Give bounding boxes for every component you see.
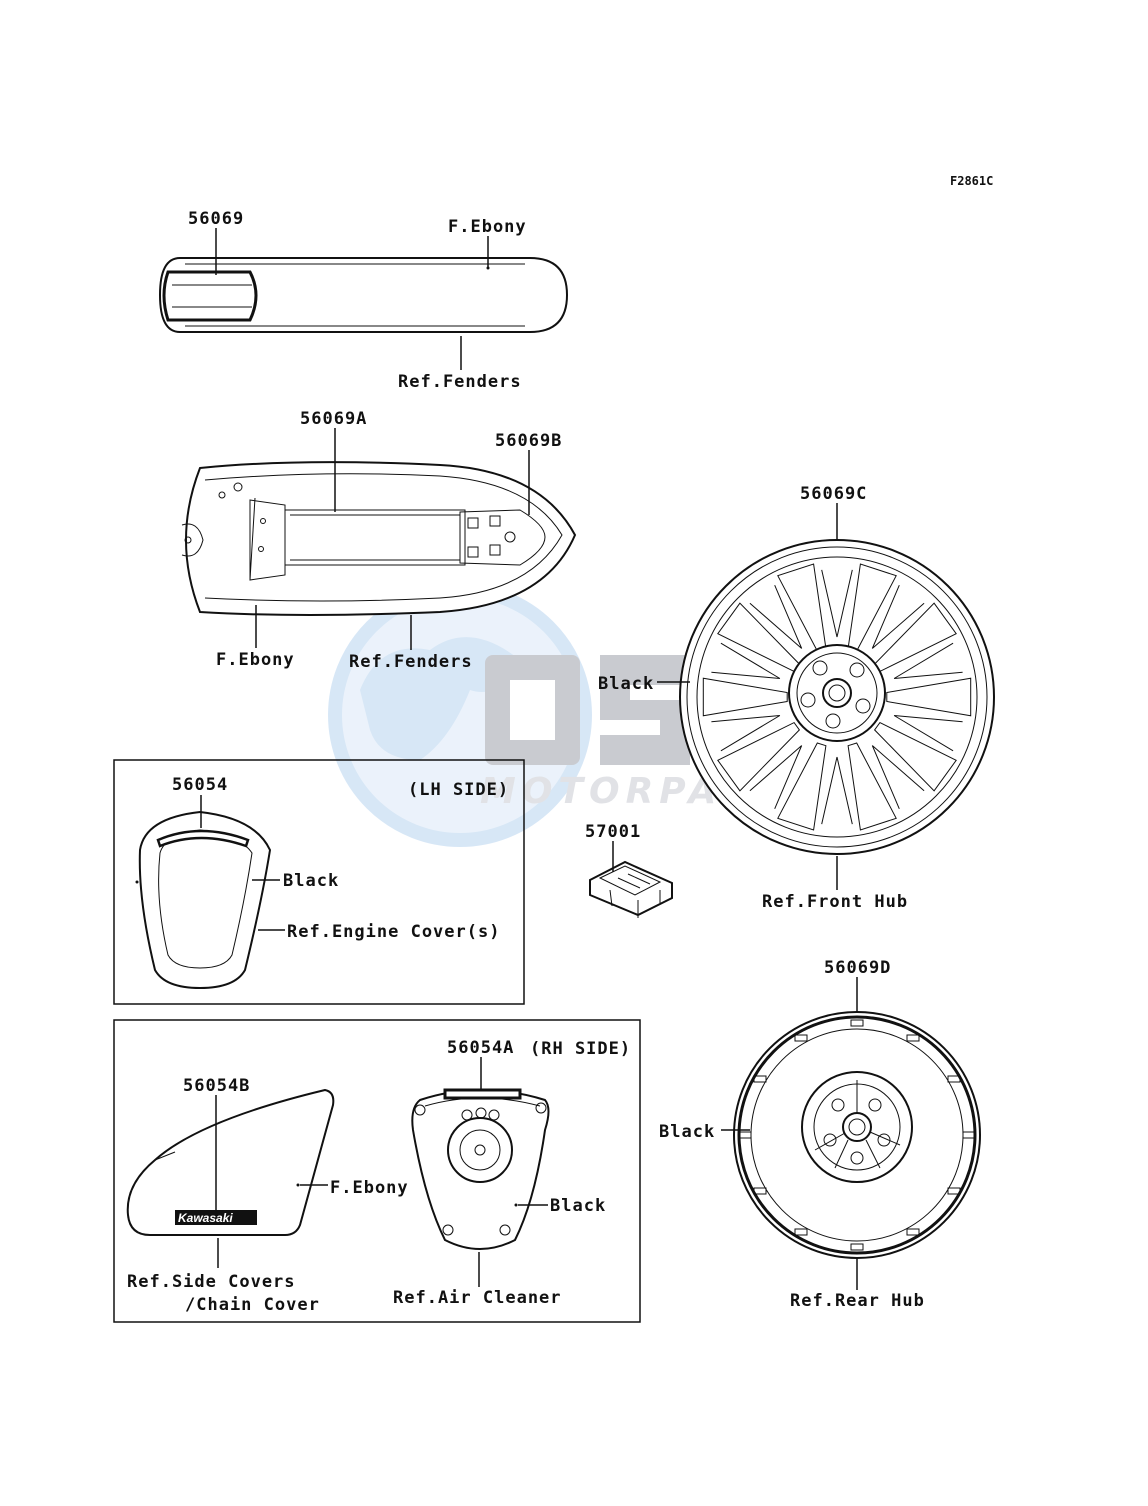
- front-wheel-spoke: [717, 721, 801, 792]
- rear-wheel-rim-mark: [906, 1034, 920, 1042]
- part-number-56069c: 56069C: [800, 484, 867, 504]
- kawasaki-logo-text: Kawasaki: [178, 1211, 233, 1225]
- rear-wheel-rim-mark: [906, 1228, 920, 1236]
- front-wheel-spoke: [847, 742, 897, 831]
- lh-side-box: [113, 759, 525, 1005]
- front-fender-drawing: [158, 257, 569, 333]
- ref-label-engine-covers: Ref.Engine Cover(s): [287, 922, 500, 942]
- front-wheel-spoke-edge: [821, 569, 853, 638]
- front-wheel-spoke: [702, 677, 788, 717]
- air-cleaner-drawing: [411, 1088, 550, 1250]
- rear-wheel-rim-mark: [947, 1187, 961, 1195]
- ref-label-fenders-front: Ref.Fenders: [398, 372, 522, 392]
- front-wheel-spoke-edge: [749, 585, 803, 649]
- figure-code: F2861C: [950, 174, 993, 188]
- kawasaki-logo-badge: [175, 1210, 257, 1225]
- ref-label-chain-cover: /Chain Cover: [185, 1295, 320, 1315]
- color-label-black-engine-cover: Black: [283, 871, 339, 891]
- front-wheel-spoke-edge: [893, 715, 963, 752]
- front-wheel-spoke-edge: [749, 745, 803, 809]
- ref-label-side-covers: Ref.Side Covers: [127, 1272, 296, 1292]
- rear-wheel-rim-mark: [753, 1075, 767, 1083]
- front-wheel-spoke-edge: [711, 642, 781, 679]
- color-label-f-ebony-side-cover: F.Ebony: [330, 1178, 409, 1198]
- rear-wheel-rim-mark: [850, 1243, 864, 1251]
- rear-wheel-rim-mark: [738, 1131, 752, 1139]
- rear-wheel-drawing: [733, 1011, 981, 1259]
- front-wheel-spoke-edge: [821, 756, 853, 825]
- rear-fender-drawing: [181, 461, 577, 616]
- color-label-f-ebony-front: F.Ebony: [448, 217, 527, 237]
- rear-wheel-rim-mark: [850, 1019, 864, 1027]
- color-label-f-ebony-rear: F.Ebony: [216, 650, 295, 670]
- front-wheel-spoke-edge: [893, 642, 963, 679]
- rear-wheel-rim-mark: [962, 1131, 976, 1139]
- rh-side-box: [113, 1019, 641, 1323]
- front-wheel-drawing: [679, 539, 995, 855]
- rh-side-label: (RH SIDE): [530, 1039, 631, 1059]
- part-number-56054a: 56054A: [447, 1038, 514, 1058]
- part-number-56069a: 56069A: [300, 409, 367, 429]
- rear-fender-stripe: [284, 509, 466, 566]
- ref-label-fenders-rear: Ref.Fenders: [349, 652, 473, 672]
- part-number-56054b: 56054B: [183, 1076, 250, 1096]
- engine-cover-drawing: [135, 810, 272, 990]
- lh-side-label: (LH SIDE): [408, 780, 509, 800]
- part-number-56069b: 56069B: [495, 431, 562, 451]
- part-number-57001: 57001: [585, 822, 641, 842]
- engine-cover-emblem: [156, 829, 250, 848]
- part-number-56054: 56054: [172, 775, 228, 795]
- front-wheel-spoke-edge: [711, 715, 781, 752]
- rear-wheel-rim-mark: [794, 1034, 808, 1042]
- front-wheel-spoke-edge: [871, 585, 925, 649]
- front-wheel-spoke: [873, 721, 957, 792]
- ref-label-rear-hub: Ref.Rear Hub: [790, 1291, 925, 1311]
- front-wheel-spoke-edge: [871, 745, 925, 809]
- rear-wheel-rim-mark: [947, 1075, 961, 1083]
- clip-drawing: [589, 860, 673, 918]
- rear-wheel-rim-mark: [794, 1228, 808, 1236]
- part-number-56069d: 56069D: [824, 958, 891, 978]
- ref-label-front-hub: Ref.Front Hub: [762, 892, 908, 912]
- front-fender-emblem: [162, 270, 258, 322]
- front-wheel-spoke: [777, 742, 827, 831]
- air-cleaner-emblem: [443, 1088, 522, 1100]
- color-label-black-rear-wheel: Black: [659, 1122, 715, 1142]
- rear-wheel-rim-mark: [753, 1187, 767, 1195]
- front-wheel-spoke: [886, 677, 972, 717]
- part-number-56069: 56069: [188, 209, 244, 229]
- color-label-black-front-wheel: Black: [598, 674, 654, 694]
- ref-label-air-cleaner: Ref.Air Cleaner: [393, 1288, 562, 1308]
- side-cover-drawing: Kawasaki: [126, 1088, 335, 1236]
- color-label-black-air-cleaner: Black: [550, 1196, 606, 1216]
